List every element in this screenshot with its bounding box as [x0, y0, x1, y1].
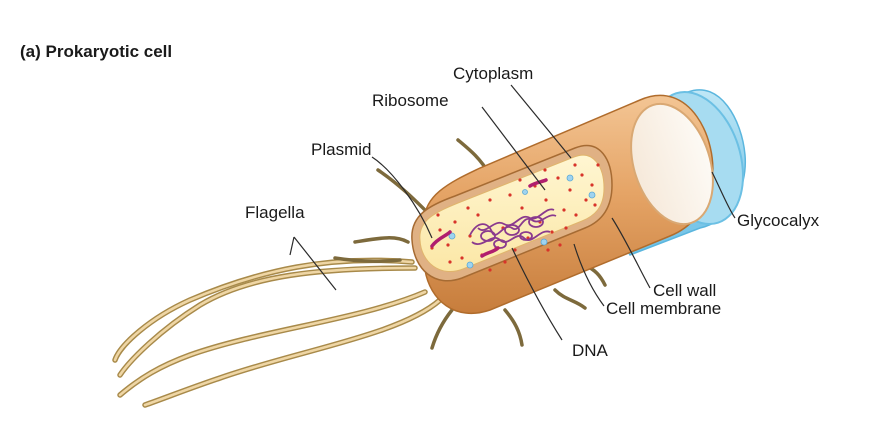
plasmid-label: Plasmid	[311, 140, 371, 159]
flagella-tails	[112, 257, 443, 408]
cytoplasm-label: Cytoplasm	[453, 64, 533, 83]
ribosomes	[430, 163, 600, 272]
vesicles	[448, 174, 596, 269]
cell-membrane-label: Cell membrane	[606, 299, 721, 318]
flagella-label: Flagella	[245, 203, 305, 222]
ribosome-label: Ribosome	[372, 91, 449, 110]
figure-title: (a) Prokaryotic cell	[20, 42, 173, 61]
cell-wall-label: Cell wall	[653, 281, 716, 300]
dna-nucleoid	[469, 208, 557, 249]
dna-label: DNA	[572, 341, 609, 360]
leader-lines	[289, 84, 736, 341]
cytoplasm	[419, 154, 605, 273]
glycocalyx-label: Glycocalyx	[737, 211, 820, 230]
